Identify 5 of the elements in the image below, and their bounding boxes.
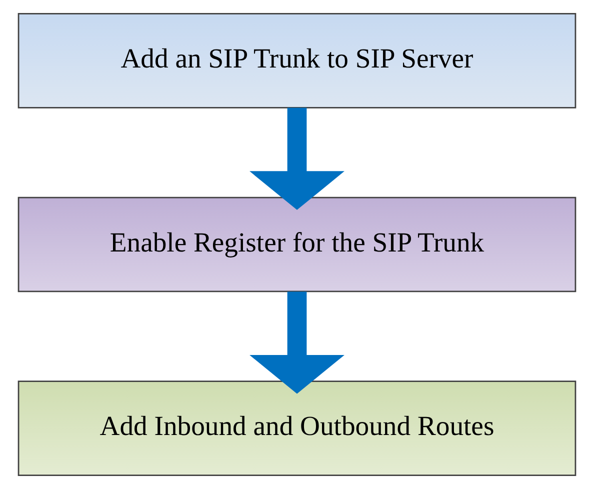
arrow: [249, 108, 344, 210]
node-box: Add Inbound and Outbound Routes: [17, 380, 576, 476]
node-box: Enable Register for the SIP Trunk: [17, 196, 576, 292]
arrow: [249, 292, 344, 394]
node-box: Add an SIP Trunk to SIP Server: [17, 13, 576, 108]
